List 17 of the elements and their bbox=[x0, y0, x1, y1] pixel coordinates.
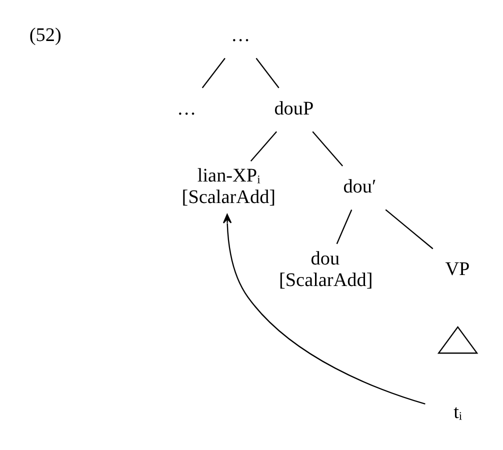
connector bbox=[312, 131, 343, 166]
label: (52) bbox=[28, 25, 61, 46]
connector bbox=[384, 209, 433, 250]
node-text: tᵢ bbox=[453, 402, 462, 423]
node-text: dou [ScalarAdd] bbox=[278, 248, 372, 291]
arrow bbox=[222, 214, 425, 405]
node-text: douP bbox=[274, 98, 314, 120]
connector bbox=[250, 131, 277, 162]
connector bbox=[336, 209, 352, 244]
node-text: … bbox=[176, 98, 196, 120]
node-text: … bbox=[230, 25, 250, 46]
connector bbox=[255, 58, 279, 88]
node-triangle bbox=[436, 326, 478, 354]
node-text: VP bbox=[444, 259, 470, 280]
connector bbox=[201, 58, 225, 88]
node-text: lian-XPᵢ [ScalarAdd] bbox=[181, 166, 276, 208]
node-text: dou′ bbox=[342, 176, 376, 198]
